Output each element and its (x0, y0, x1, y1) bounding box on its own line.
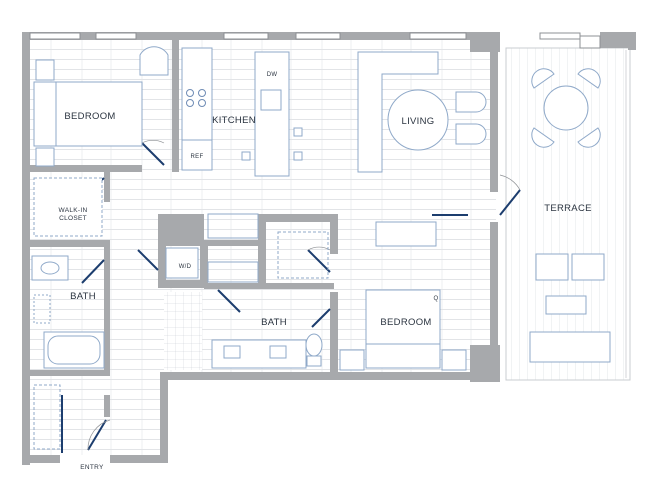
door-bedroom2 (307, 249, 331, 273)
room-labels: BEDROOM KITCHEN LIVING TERRACE WALK-IN C… (59, 72, 592, 471)
stools (241, 127, 303, 161)
door-bath2-a (217, 289, 241, 313)
door-bath1 (81, 259, 105, 284)
door-bath2-b (311, 308, 331, 328)
label-walkin-1: WALK-IN (59, 207, 88, 214)
bed-bedroom2 (365, 289, 441, 345)
door-entry-b (87, 419, 107, 451)
door-terrace (499, 189, 521, 216)
windows (29, 32, 601, 49)
label-dw: DW (267, 72, 278, 78)
label-living: LIVING (402, 116, 435, 127)
label-kitchen: KITCHEN (212, 115, 256, 126)
label-ref: REF (191, 154, 204, 160)
dresser-bedroom2 (375, 221, 437, 247)
furniture (31, 46, 611, 450)
cooktop (186, 89, 206, 107)
label-walkin-2: CLOSET (59, 215, 87, 222)
bed-bedroom1 (55, 81, 143, 147)
door-bedroom1 (141, 142, 165, 166)
label-bedroom1: BEDROOM (64, 111, 115, 122)
refrigerator (181, 139, 213, 171)
label-bath1: BATH (70, 291, 96, 302)
label-terrace: TERRACE (544, 203, 592, 214)
table-living (387, 89, 449, 151)
kitchen-island (254, 51, 290, 177)
headboard-bedroom1 (33, 81, 57, 147)
label-wd: W/D (179, 264, 192, 270)
washer-dryer (165, 247, 199, 279)
label-queen: Q (434, 296, 439, 302)
terrace-sofa (529, 331, 611, 363)
label-bedroom2: BEDROOM (380, 317, 431, 328)
toilet-bath2 (305, 333, 323, 357)
label-entry: ENTRY (80, 464, 104, 471)
terrace-chairs (531, 68, 605, 281)
terrace-table (543, 85, 589, 131)
terrace-coffee-table (545, 295, 587, 315)
door-swings (87, 139, 521, 451)
label-bath2: BATH (261, 317, 287, 328)
chair-bedroom1 (139, 46, 169, 76)
shower-tile (164, 292, 202, 370)
door-wd (137, 249, 159, 271)
